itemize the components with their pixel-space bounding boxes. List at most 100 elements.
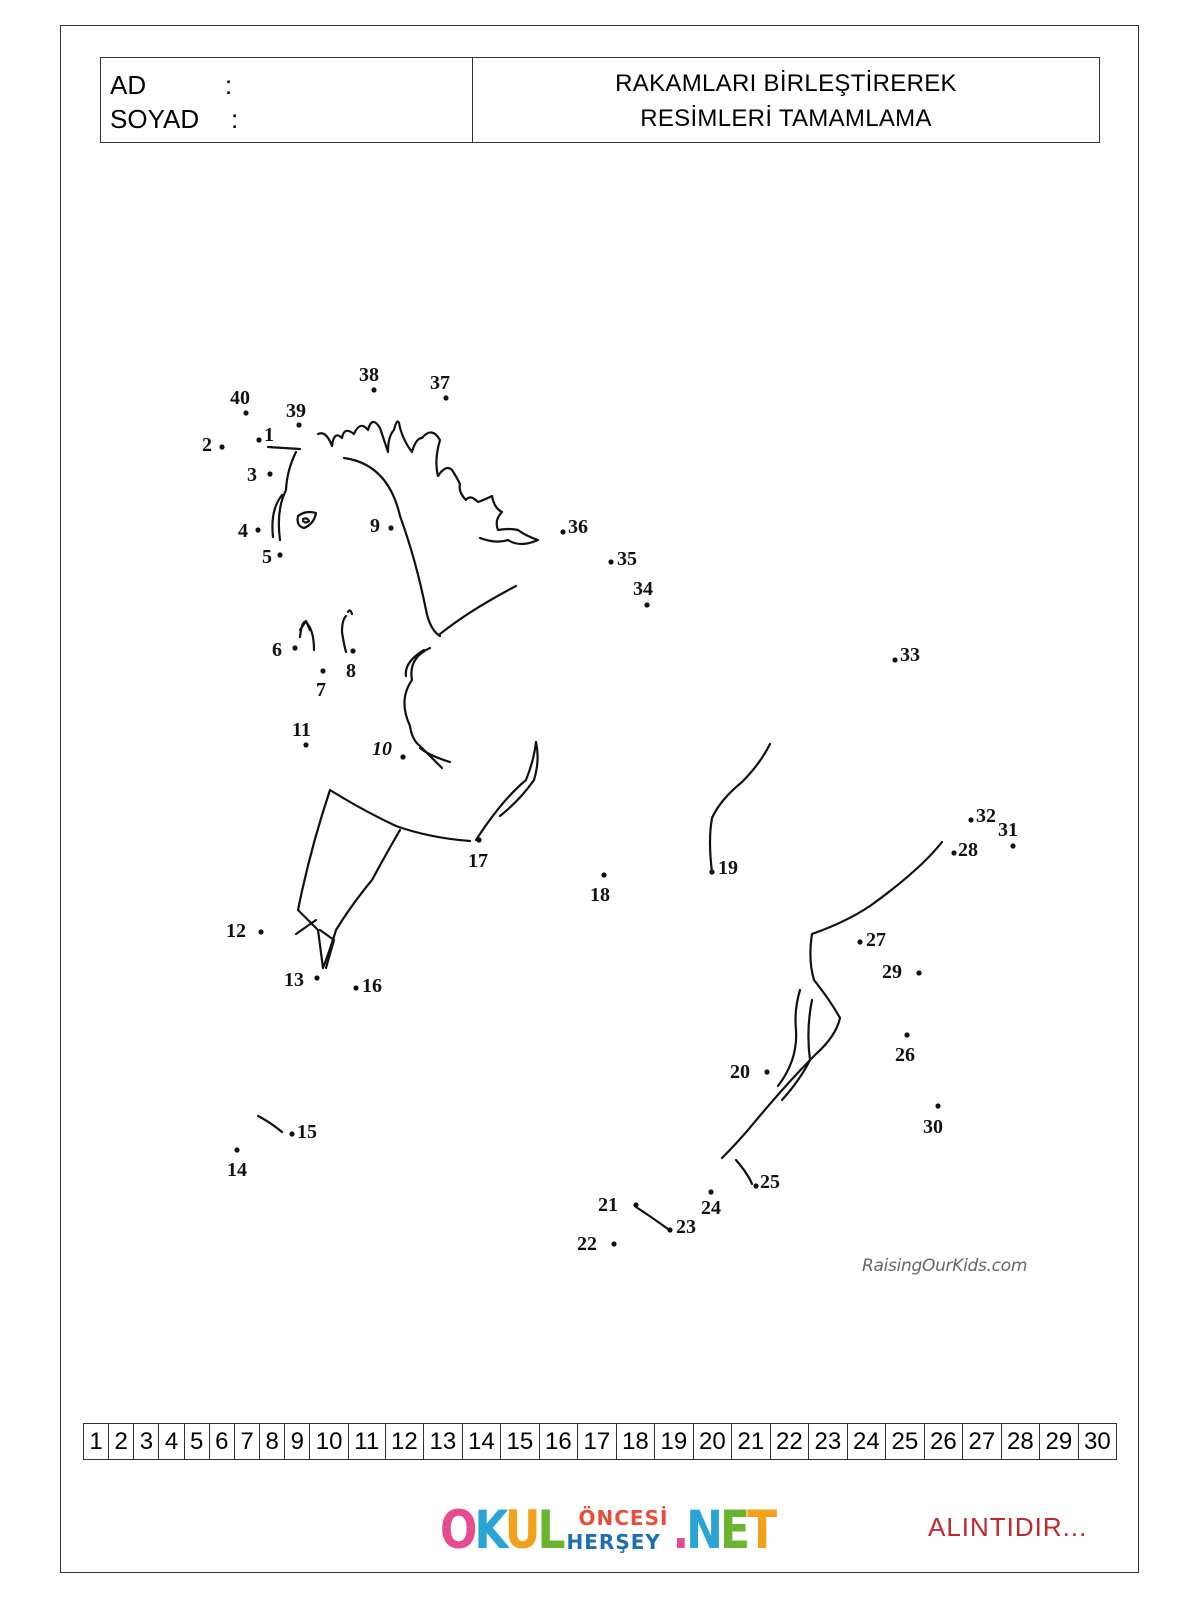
dot-19	[709, 869, 715, 875]
dot-3	[267, 471, 273, 477]
worksheet-title: RAKAMLARI BİRLEŞTİREREK RESİMLERİ TAMAML…	[473, 58, 1099, 142]
horse-eye	[296, 510, 318, 530]
site-logo[interactable]: OKUL ÖNCESİ HERŞEY .NET	[440, 1499, 777, 1561]
dot-23	[667, 1227, 673, 1233]
dot-label-1: 1	[264, 424, 274, 446]
horse-face-line	[266, 445, 302, 542]
dot-2	[219, 444, 225, 450]
dot-label-3: 3	[247, 464, 257, 486]
dots	[219, 387, 1016, 1247]
number-cell: 24	[848, 1424, 887, 1459]
dot-label-16: 16	[362, 975, 382, 997]
logo-hersey: HERŞEY	[566, 1530, 661, 1554]
dot-33	[892, 657, 898, 663]
dot-label-27: 27	[866, 929, 886, 951]
title-line-2: RESİMLERİ TAMAMLAMA	[640, 105, 932, 132]
dot-25	[753, 1183, 759, 1189]
dot-12	[258, 929, 264, 935]
dot-label-24: 24	[701, 1197, 721, 1219]
dot-label-35: 35	[617, 548, 637, 570]
logo-net: .NET	[672, 1499, 777, 1561]
surname-field[interactable]: SOYAD :	[110, 102, 472, 136]
dot-label-12: 12	[226, 920, 246, 942]
number-cell: 17	[578, 1424, 617, 1459]
dot-label-22: 22	[577, 1233, 597, 1255]
number-cell: 29	[1040, 1424, 1079, 1459]
dot-label-6: 6	[272, 639, 282, 661]
dot-31	[1010, 843, 1016, 849]
number-cell: 25	[886, 1424, 925, 1459]
dot-label-21: 21	[598, 1194, 618, 1216]
logo-letter: .	[672, 1499, 689, 1561]
logo-letter: N	[686, 1499, 723, 1561]
dot-label-39: 39	[286, 400, 306, 422]
logo-letter: T	[747, 1499, 777, 1561]
dot-label-20: 20	[730, 1061, 750, 1083]
dot-label-13: 13	[284, 969, 304, 991]
dot-labels: 1 2 3 4 5 6 7 8 9 10 11 12 13 14 15 16 1…	[202, 364, 1018, 1255]
number-cell: 2	[109, 1424, 135, 1459]
horse-mane	[316, 420, 540, 546]
horse-ear-right	[340, 609, 354, 654]
number-cell: 7	[235, 1424, 261, 1459]
student-info: AD : SOYAD :	[101, 58, 473, 142]
dot-13	[314, 975, 320, 981]
logo-letter: U	[504, 1499, 541, 1561]
dot-label-30: 30	[923, 1116, 943, 1138]
dot-label-29: 29	[882, 961, 902, 983]
dot-34	[644, 602, 650, 608]
number-cell: 18	[617, 1424, 656, 1459]
horse-neck-front	[342, 456, 442, 638]
horse-foreleg-left	[296, 788, 472, 970]
logo-letter: L	[537, 1499, 565, 1561]
horse-chest	[403, 646, 452, 770]
dot-label-8: 8	[346, 660, 356, 682]
number-cell: 1	[84, 1424, 110, 1459]
dot-10	[400, 754, 406, 760]
number-cell: 28	[1002, 1424, 1041, 1459]
dot-label-40: 40	[230, 387, 250, 409]
dot-label-10: 10	[372, 738, 392, 760]
dot-label-28: 28	[958, 839, 978, 861]
worksheet-header: AD : SOYAD : RAKAMLARI BİRLEŞTİREREK RES…	[100, 57, 1100, 143]
horse-hind-leg	[720, 840, 944, 1160]
number-cell: 19	[655, 1424, 694, 1459]
dot-label-37: 37	[430, 372, 450, 394]
number-cell: 16	[540, 1424, 579, 1459]
number-cell: 4	[159, 1424, 185, 1459]
dot-label-19: 19	[718, 857, 738, 879]
dot-label-31: 31	[998, 819, 1018, 841]
number-cell: 3	[134, 1424, 160, 1459]
dot-40	[243, 410, 249, 416]
horse-belly	[708, 742, 772, 874]
dot-32	[968, 817, 974, 823]
horse-ear-left	[298, 619, 316, 652]
number-cell: 9	[285, 1424, 311, 1459]
dot-label-25: 25	[760, 1171, 780, 1193]
number-strip: 1 2 3 4 5 6 7 8 9 10 11 12 13 14 15 16 1…	[83, 1423, 1117, 1460]
name-field[interactable]: AD :	[110, 68, 472, 102]
dot-label-34: 34	[633, 578, 653, 600]
dot-6	[292, 645, 298, 651]
dot-label-2: 2	[202, 434, 212, 456]
dot-17	[476, 837, 482, 843]
dot-label-33: 33	[900, 644, 920, 666]
dot-label-7: 7	[316, 679, 326, 701]
dot-label-14: 14	[227, 1159, 247, 1181]
dot-22	[611, 1241, 617, 1247]
dot-label-9: 9	[370, 515, 380, 537]
dot-label-32: 32	[976, 805, 996, 827]
logo-okul: OKUL	[440, 1499, 566, 1561]
number-cell: 5	[185, 1424, 210, 1459]
logo-middle: ÖNCESİ HERŞEY	[567, 1506, 669, 1554]
surname-label: SOYAD	[110, 104, 200, 134]
number-cell: 6	[210, 1424, 235, 1459]
dot-36	[560, 529, 566, 535]
number-cell: 14	[463, 1424, 502, 1459]
dot-27	[857, 939, 863, 945]
horse-hoof	[294, 918, 336, 970]
dot-15	[289, 1131, 295, 1137]
dot-21	[633, 1202, 639, 1208]
dot-37	[443, 395, 449, 401]
